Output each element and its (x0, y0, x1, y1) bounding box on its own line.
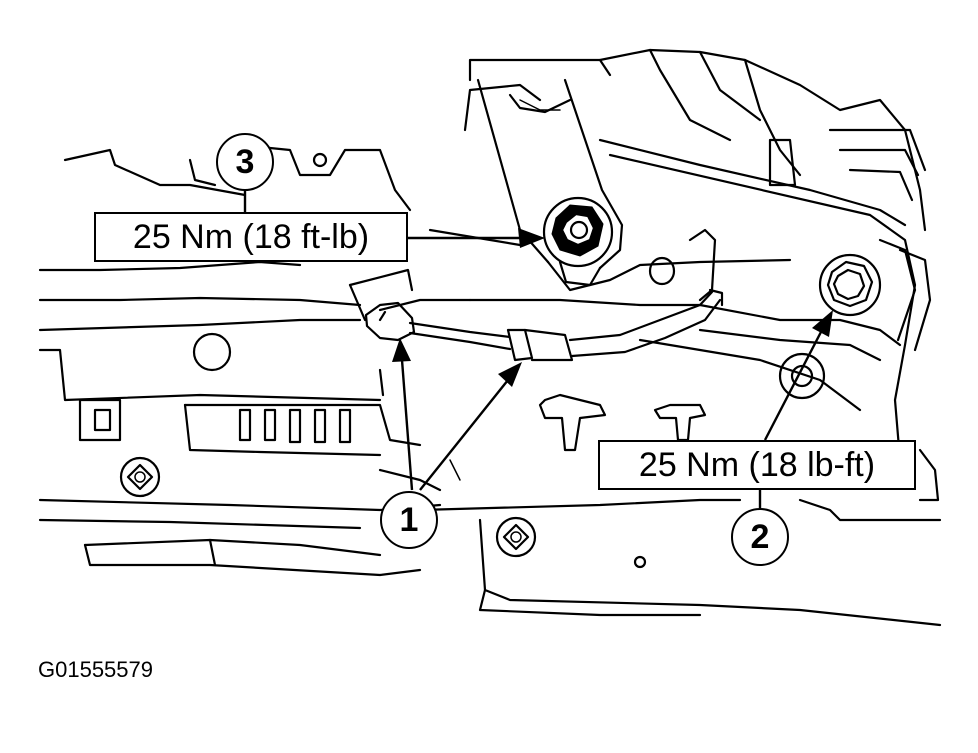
hex-nut-3 (542, 196, 614, 287)
torque-label-bolt-3: 25 Nm (18 ft-lb) (94, 212, 408, 262)
leader-1-to-connector (400, 359, 414, 491)
figure-id: G01555579 (38, 657, 153, 682)
torx-screw-left (119, 456, 161, 498)
torx-screw-right (495, 516, 537, 558)
sensor-cable (364, 288, 724, 362)
lower-frame (378, 368, 942, 627)
leader-2-to-bolt (763, 329, 824, 441)
arrowhead-1b (498, 362, 522, 387)
arrowhead-1a (392, 338, 411, 362)
upper-housing-outline (463, 48, 927, 232)
arrowhead-2 (812, 310, 833, 337)
left-frame (38, 143, 442, 577)
leader-1-to-sleeve (419, 379, 509, 491)
callout-1: 1 (380, 491, 438, 549)
callout-3: 3 (216, 133, 274, 191)
hex-bolt-2 (778, 253, 882, 400)
leader-lines (243, 188, 833, 508)
lever-arm (476, 78, 624, 270)
callout-2: 2 (731, 508, 789, 566)
torque-label-bolt-2: 25 Nm (18 lb-ft) (598, 440, 916, 490)
arrowhead-3 (518, 228, 545, 248)
